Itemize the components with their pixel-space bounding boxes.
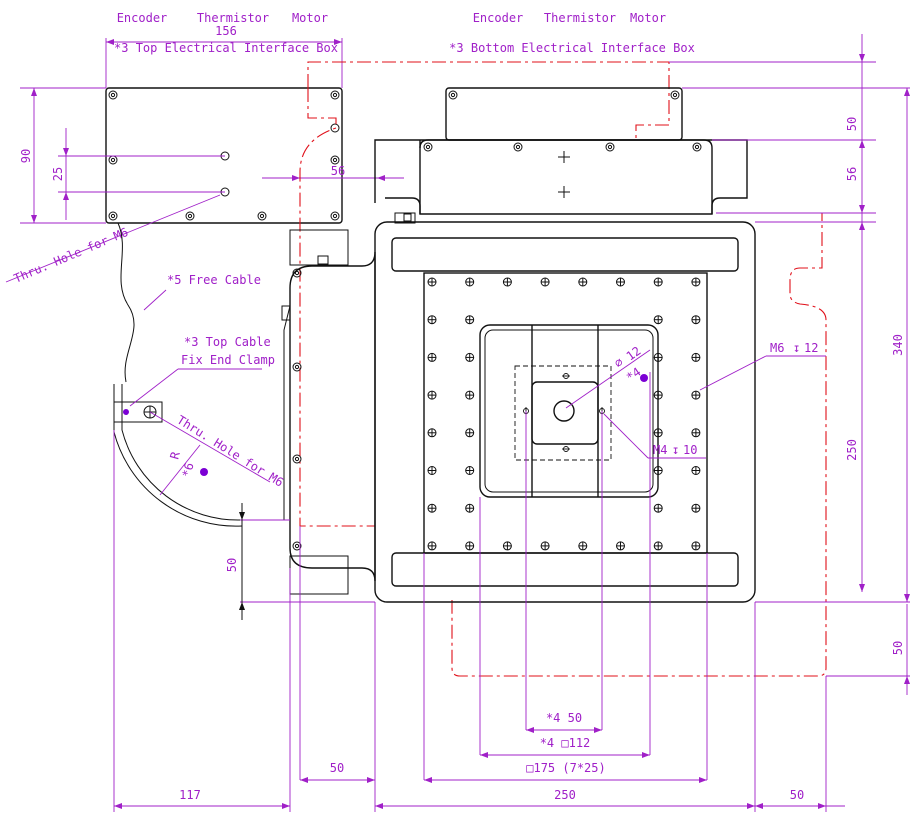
right-dimensions: 50 56 340 250 50	[669, 34, 910, 695]
bottom-dim-50-b: 50	[790, 788, 804, 802]
bottom-dim-50-a: 50	[330, 761, 344, 775]
cable-radius-value: *6	[179, 461, 196, 479]
m6-note: M6	[770, 341, 784, 355]
right-dim-56: 56	[845, 167, 859, 181]
stage-notes: M6 ↧ 12 ⌀ 12 *4 M4 ↧ 10	[565, 341, 826, 459]
bottom-dim-4x112: *4 □112	[540, 736, 591, 750]
bottom-box-title: *3 Bottom Electrical Interface Box	[449, 41, 695, 55]
free-cable-label: *5 Free Cable	[167, 273, 261, 287]
svg-text:↧: ↧	[672, 443, 679, 457]
bottom-dim-250: 250	[554, 788, 576, 802]
bottom-dim-175: □175 (7*25)	[526, 761, 605, 775]
bottom-motor-label: Motor	[630, 11, 666, 25]
cable-radius-label: R	[167, 449, 183, 460]
top-encoder-label: Encoder	[117, 11, 168, 25]
top-thermistor-label: Thermistor	[197, 11, 269, 25]
bottom-dimensions: *4 50 *4 □112 □175 (7*25) 50 117 250 50	[113, 372, 845, 812]
stage-center-boss	[531, 381, 599, 445]
bottom-encoder-label: Encoder	[473, 11, 524, 25]
right-dim-50-bottom: 50	[891, 641, 905, 655]
svg-text:↧: ↧	[793, 341, 800, 355]
cable-labels: *5 Free Cable *3 Top Cable Fix End Clamp…	[123, 273, 286, 496]
left-dim-50: 50	[225, 558, 239, 572]
bottom-interface-box	[445, 87, 683, 141]
right-dim-340: 340	[891, 334, 905, 356]
m4-note: M4	[653, 443, 667, 457]
stage-upper-block	[374, 139, 748, 215]
stage-bottom-rail	[391, 552, 739, 587]
stage-recess-112	[479, 324, 659, 498]
bottom-dim-117: 117	[179, 788, 201, 802]
right-dim-50-top: 50	[845, 117, 859, 131]
m4-depth: 10	[683, 443, 697, 457]
clamp-label-line2: Fix End Clamp	[181, 353, 275, 367]
m6-hole-grid	[427, 277, 701, 551]
top-motor-label: Motor	[292, 11, 328, 25]
right-dim-250: 250	[845, 439, 859, 461]
top-box-hole-note: Thru. Hole for M6	[12, 225, 131, 286]
stage-top-rail	[391, 237, 739, 272]
bore-count: *4	[624, 365, 644, 385]
top-box-height-dim: 90	[19, 149, 33, 163]
top-box-title: *3 Top Electrical Interface Box	[114, 41, 338, 55]
bottom-box-connector-labels: Encoder Thermistor Motor	[473, 11, 666, 25]
top-box-width-dim: 156	[215, 24, 237, 38]
clamp-label-line1: *3 Top Cable	[184, 335, 271, 349]
bore-dia-value: 12	[624, 344, 644, 364]
bottom-dim-4x50: *4 50	[546, 711, 582, 725]
cable-envelope	[299, 61, 827, 677]
free-cable	[117, 222, 135, 383]
bottom-thermistor-label: Thermistor	[544, 11, 616, 25]
center-bore	[553, 400, 575, 422]
motor-side-plate	[289, 251, 376, 582]
top-box-offset-dim: 56	[331, 164, 345, 178]
cable-fix-clamp	[113, 401, 163, 423]
left-dimension-50: 50	[225, 503, 375, 620]
stage-table-175	[423, 272, 708, 554]
top-box-hole-dim: 25	[51, 167, 65, 181]
m6-depth: 12	[804, 341, 818, 355]
top-interface-box	[105, 87, 343, 224]
top-box-connector-labels: Encoder Thermistor Motor	[117, 11, 328, 25]
